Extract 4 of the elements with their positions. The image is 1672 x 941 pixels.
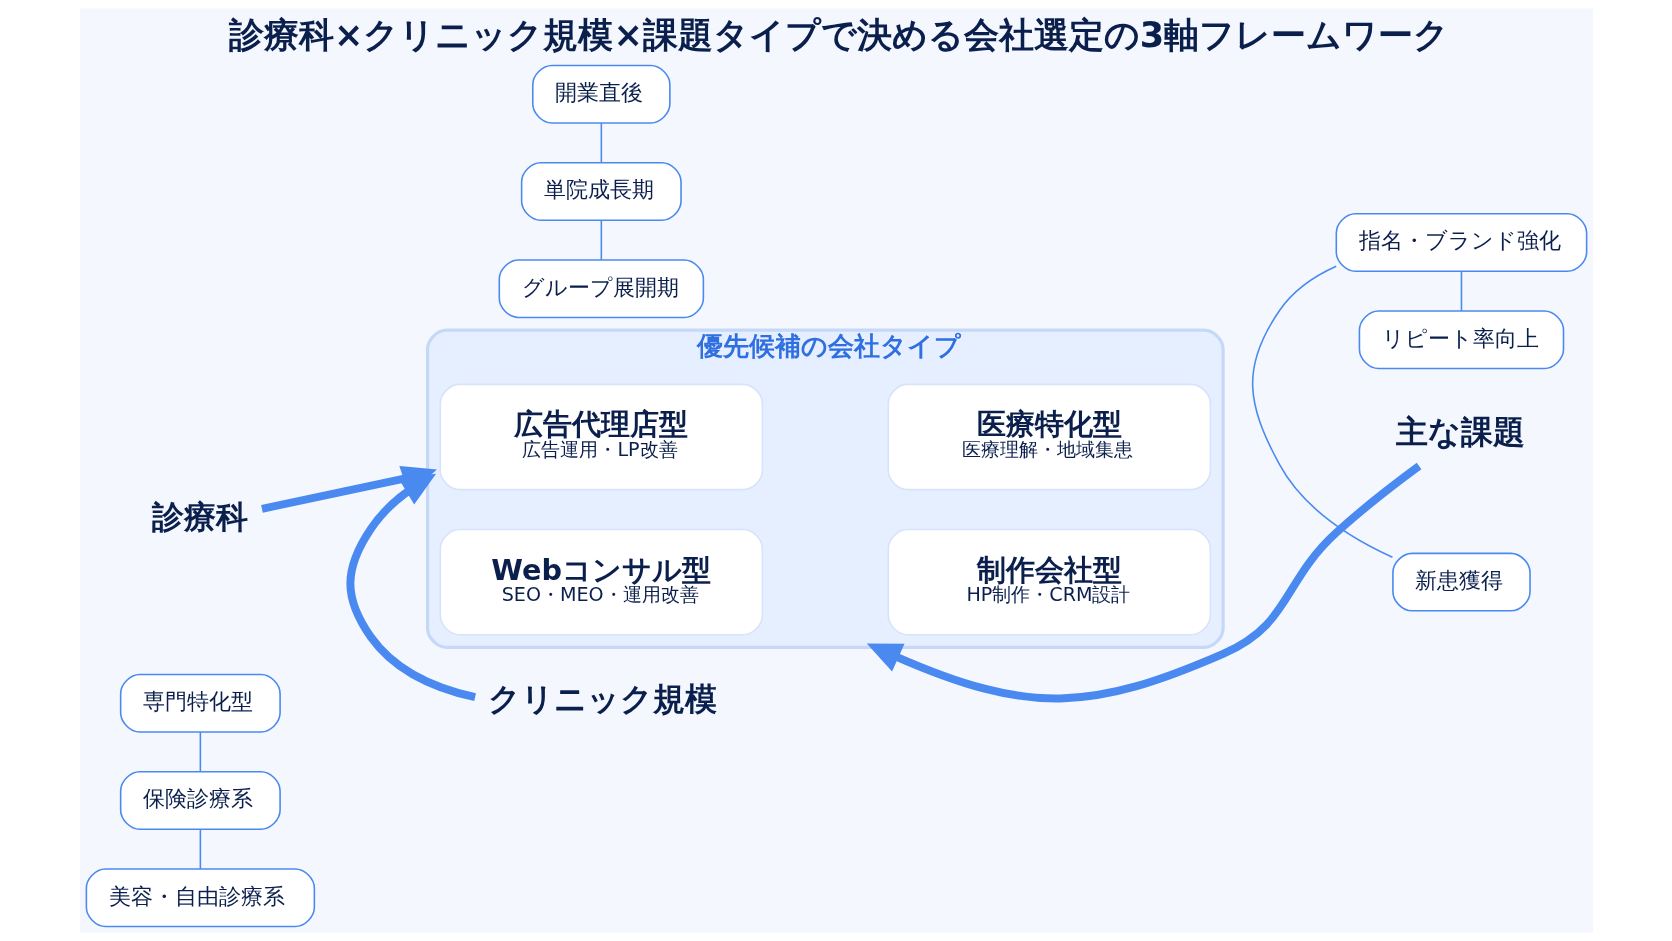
diagram-title: 診療科×クリニック規模×課題タイプで決める会社選定の3軸フレームワーク xyxy=(228,14,1449,56)
node-text: 診療科 xyxy=(151,497,248,536)
node-text: 主な課題 xyxy=(1395,413,1525,452)
node-text: クリニック規模 xyxy=(487,679,717,718)
